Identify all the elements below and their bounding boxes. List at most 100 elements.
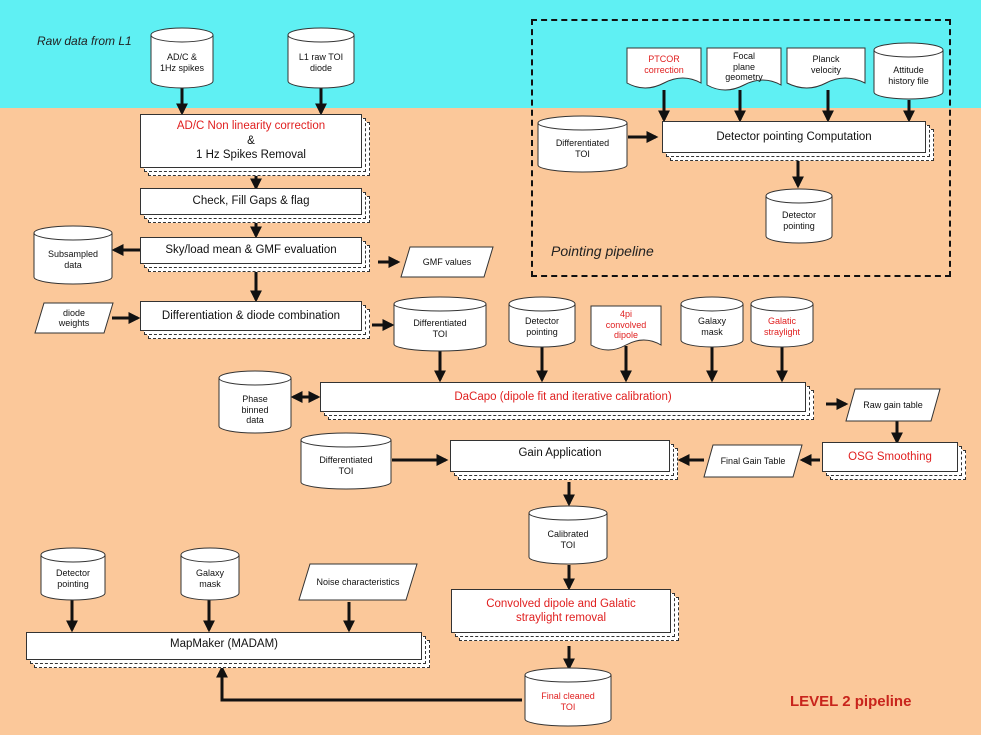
dtoi3-line2: TOI (575, 149, 590, 159)
diode-weights-label: diode weights (58, 307, 90, 328)
phase-line1: Phase (242, 393, 268, 404)
final-gain-label: Final Gain Table (720, 455, 786, 466)
noise-characteristics-data: Noise characteristics (298, 563, 418, 601)
dacapo-label: DaCapo (dipole fit and iterative calibra… (320, 382, 806, 412)
osg-label: OSG Smoothing (822, 442, 958, 472)
convolved-removal-process: Convolved dipole and Galatic straylight … (451, 589, 679, 641)
final-gain-table-data: Final Gain Table (703, 444, 803, 478)
detpt2-line1: Detector (55, 568, 90, 579)
ptcor-line2: correction (644, 65, 684, 75)
stray-line1: Galatic (767, 316, 796, 327)
gmf-values-label: GMF values (422, 256, 472, 267)
raw-gain-table-data: Raw gain table (845, 388, 941, 422)
focal-line3: geometry (725, 72, 763, 83)
phase-line3: data (246, 415, 264, 426)
ptcor-line1: PTCOR (648, 54, 680, 65)
attitude-line1: Attitude (893, 65, 924, 76)
subsampled-line2: data (64, 260, 82, 270)
mapmaker-process: MapMaker (MADAM) (26, 632, 430, 668)
convolved-line2: straylight removal (515, 612, 607, 624)
galaxy-line1: Galaxy (697, 316, 726, 327)
dipole-line2: convolved (605, 319, 647, 330)
pointing-pipeline-frame (531, 19, 951, 277)
dacapo-process: DaCapo (dipole fit and iterative calibra… (320, 382, 814, 420)
raw-data-title: Raw data from L1 (37, 34, 132, 48)
detpt3-line1: Detector (781, 210, 816, 221)
mapmaker-label: MapMaker (MADAM) (26, 632, 422, 660)
dipole-line3: dipole (613, 330, 639, 341)
adc-spikes-line2: 1Hz spikes (159, 63, 204, 73)
differentiation-label: Differentiation & diode combination (140, 301, 362, 331)
dtoi2-line1: Differentiated (319, 455, 373, 466)
attitude-line2: history file (888, 76, 929, 86)
calibrated-line1: Calibrated (547, 529, 589, 540)
adc-line1: AD/C Non linearity correction (176, 120, 326, 133)
calibrated-line2: TOI (560, 540, 576, 550)
skyload-process: Sky/load mean & GMF evaluation (140, 237, 370, 272)
detpt3-line2: pointing (783, 221, 815, 231)
l1-raw-toi-line2: diode (309, 63, 333, 73)
stray-line2: straylight (763, 327, 800, 337)
osg-smoothing-process: OSG Smoothing (822, 442, 966, 480)
dtoi-line2: TOI (432, 329, 448, 339)
adc-line3: 1 Hz Spikes Removal (196, 149, 306, 162)
pointing-computation-label: Detector pointing Computation (662, 121, 926, 153)
adc-spikes-line1: AD/C & (166, 52, 197, 63)
detpt2-line2: pointing (57, 579, 89, 589)
gain-application-process: Gain Application (450, 440, 678, 480)
check-fill-label: Check, Fill Gaps & flag (140, 188, 362, 215)
galaxy2-line2: mask (199, 579, 221, 589)
adc-line2: & (247, 134, 255, 147)
skyload-label: Sky/load mean & GMF evaluation (140, 237, 362, 264)
focal-line2: plane (732, 61, 756, 72)
noise-label: Noise characteristics (316, 576, 400, 587)
adc-correction-process: AD/C Non linearity correction & 1 Hz Spi… (140, 114, 370, 176)
phase-line2: binned (241, 404, 269, 415)
dtoi3-line1: Differentiated (555, 138, 610, 149)
raw-gain-label: Raw gain table (863, 399, 923, 410)
final-line2: TOI (560, 702, 576, 712)
diode-weights-data: diode weights (34, 302, 114, 334)
adc-spikes-input: AD/C &1Hz spikes (150, 27, 214, 89)
focal-line1: Focal (732, 50, 755, 61)
galaxy2-line1: Galaxy (195, 568, 224, 579)
gmf-values-data: GMF values (400, 246, 494, 278)
velocity-line2: velocity (810, 65, 841, 75)
dipole-line1: 4pi (619, 308, 632, 319)
pointing-computation-process: Detector pointing Computation (662, 121, 934, 161)
subsampled-line1: Subsampled (47, 249, 99, 260)
final-line1: Final cleaned (541, 691, 595, 702)
level2-pipeline-title: LEVEL 2 pipeline (790, 693, 912, 710)
detpt-line1: Detector (524, 316, 559, 327)
gain-application-label: Gain Application (450, 440, 670, 472)
detpt-line2: pointing (526, 327, 558, 337)
velocity-line1: Planck (812, 54, 840, 65)
check-fill-process: Check, Fill Gaps & flag (140, 188, 370, 223)
dtoi2-line2: TOI (338, 466, 354, 476)
pointing-pipeline-title: Pointing pipeline (551, 243, 654, 259)
l1-raw-toi-line1: L1 raw TOI (298, 52, 344, 63)
galaxy-line2: mask (701, 327, 723, 337)
dtoi-line1: Differentiated (413, 318, 467, 329)
differentiation-process: Differentiation & diode combination (140, 301, 370, 339)
convolved-line1: Convolved dipole and Galatic (486, 597, 636, 610)
